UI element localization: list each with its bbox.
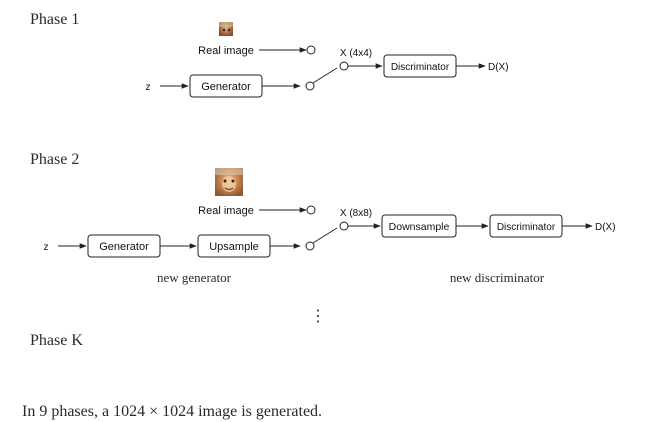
phase2-switch-lever — [312, 227, 338, 244]
phase1-generator-node — [305, 81, 315, 91]
phase2-heading: Phase 2 — [30, 151, 79, 168]
phase2-discriminator-label: Discriminator — [497, 222, 556, 233]
phase2-z-label: z — [44, 242, 49, 253]
phase1-switch-lever — [312, 67, 338, 84]
phase2-new-generator-caption: new generator — [157, 270, 232, 285]
phase2-real-image-node — [306, 205, 316, 215]
footer-text: In 9 phases, a 1024 × 1024 image is gene… — [22, 403, 322, 420]
phase1-real-image-thumbnail — [219, 22, 233, 36]
phase2-switch-label: X (8x8) — [340, 208, 372, 219]
phase2-upsample-label: Upsample — [209, 241, 259, 253]
vertical-ellipsis: ⋮ — [310, 308, 326, 325]
phase1-switch-label: X (4x4) — [340, 48, 372, 59]
phase1-real-image-label: Real image — [198, 45, 254, 57]
phase1-z-label: z — [146, 82, 151, 93]
phase1-generator-label: Generator — [201, 81, 251, 93]
phase2-switch-node — [339, 221, 349, 231]
phase1-heading: Phase 1 — [30, 11, 79, 28]
phase2-output-label: D(X) — [595, 222, 616, 233]
phase2-generator-label: Generator — [99, 241, 149, 253]
phase1-discriminator-label: Discriminator — [391, 62, 450, 73]
phase2-real-image-thumbnail — [215, 168, 243, 196]
phase2-new-discriminator-caption: new discriminator — [450, 270, 545, 285]
phase2-real-image-label: Real image — [198, 205, 254, 217]
phase2-generator-node — [305, 241, 315, 251]
phase1-switch-node — [339, 61, 349, 71]
phase2-downsample-label: Downsample — [389, 221, 450, 233]
phase1-real-image-node — [306, 45, 316, 55]
phase1-output-label: D(X) — [488, 62, 509, 73]
phaseK-heading: Phase K — [30, 332, 83, 349]
